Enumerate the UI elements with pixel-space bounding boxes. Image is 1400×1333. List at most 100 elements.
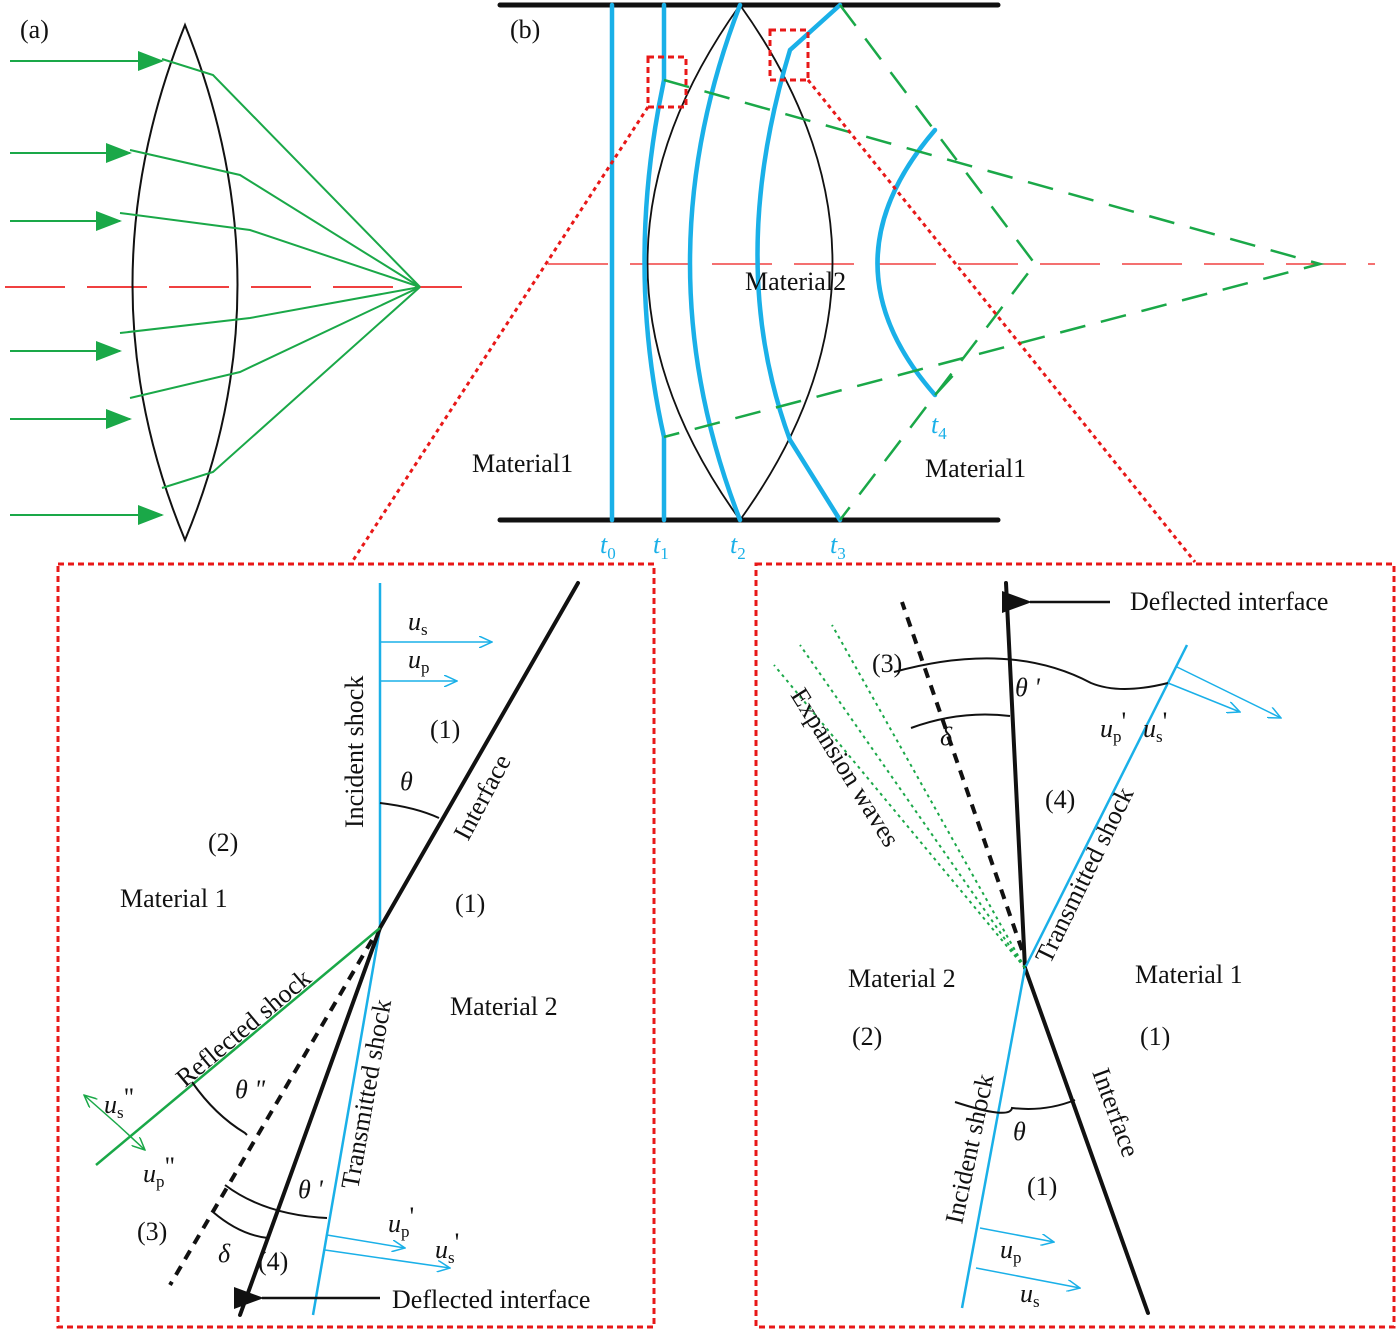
panel-a-label: (a): [20, 15, 49, 44]
transmitted-shock-line: [1023, 644, 1189, 969]
expansion-wave-line: [799, 644, 1026, 969]
time-label-t1: t1: [653, 530, 669, 563]
region-label: (3): [872, 649, 902, 678]
time-label-t2: t2: [730, 530, 746, 563]
delta-label: δ: [940, 722, 953, 751]
up-prime-label: up': [388, 1202, 414, 1241]
theta-prime-label: θ ': [298, 1175, 323, 1204]
incident-shock-line: [960, 967, 1027, 1309]
original-interface-extension: [900, 601, 1024, 951]
region-label: (1): [1027, 1172, 1057, 1201]
time-labels: t0 t1 t2 t3 t4: [600, 410, 947, 563]
up-prime-arrow: [1167, 682, 1240, 712]
material-1-label: Material 1: [1135, 960, 1243, 989]
theta-arc: [379, 802, 440, 819]
expansion-wave-line: [773, 664, 1026, 969]
converging-rays: [10, 51, 421, 525]
theta-prime-arc: [224, 1184, 328, 1219]
shock-front-t2: [687, 2, 743, 523]
lens-outline: [131, 22, 239, 543]
region-label: (1): [1140, 1022, 1170, 1051]
material-2-label: Material 2: [848, 964, 956, 993]
leader-line-left: [350, 106, 650, 563]
theta-label: θ: [400, 767, 413, 796]
expansion-waves: [773, 624, 1026, 969]
up-double-prime-arrow: [117, 1124, 145, 1150]
theta-label: θ: [1013, 1117, 1026, 1146]
material-1-label: Material 1: [120, 884, 228, 913]
region-label: (1): [455, 889, 485, 918]
material-2-label: Material 2: [450, 992, 558, 1021]
panel-b: (b) Material1 Material2 Material1 t0 t1: [472, 2, 1375, 563]
reflected-shock-line: [95, 927, 381, 1166]
delta-arc: [212, 1211, 269, 1239]
ray-refracted: [129, 286, 421, 399]
region-label: (1): [430, 715, 460, 744]
ray-refracted: [119, 286, 421, 334]
theta-prime-label: θ ': [1015, 673, 1040, 702]
region-label: (4): [258, 1247, 288, 1276]
up-label: up: [408, 645, 430, 677]
material-left-label: Material1: [472, 449, 573, 478]
ray-refracted: [119, 212, 421, 288]
shock-front-t4: [875, 127, 938, 398]
up-label: up: [1000, 1235, 1022, 1267]
reflected-rays: [663, 4, 1325, 521]
interface-label: Interface: [1086, 1064, 1145, 1161]
incident-shock-label: Incident shock: [340, 676, 369, 828]
theta-double-prime-arc: [191, 1081, 248, 1136]
theta-prime-arc: [893, 657, 1169, 690]
expansion-waves-label: Expansion waves: [785, 683, 906, 852]
inset-left: Incident shock Interface Reflected shock…: [56, 562, 656, 1329]
ray-path: [839, 4, 1037, 521]
deflected-interface-line: [238, 926, 382, 1317]
transmitted-shock-line: [311, 927, 382, 1316]
shock-front-t3: [755, 2, 843, 523]
us-label: us: [1020, 1279, 1040, 1311]
inset-marker-left: [646, 55, 688, 109]
us-label: us: [408, 607, 428, 639]
us-double-prime-label: us": [104, 1083, 134, 1122]
us-arrow: [975, 1267, 1080, 1288]
inset-marker-right: [768, 28, 810, 82]
zoom-leaders: [350, 79, 1197, 563]
expansion-wave-line: [831, 624, 1026, 969]
interface-label: Interface: [448, 750, 517, 845]
us-double-prime-arrow: [84, 1095, 119, 1126]
deflected-interface-label: Deflected interface: [1130, 587, 1328, 616]
panel-b-label: (b): [510, 15, 540, 44]
us-prime-label: us': [435, 1228, 459, 1267]
delta-arc: [910, 713, 1011, 729]
delta-label: δ: [218, 1239, 231, 1268]
time-label-t3: t3: [830, 530, 846, 563]
region-label: (3): [137, 1217, 167, 1246]
region-label: (2): [208, 828, 238, 857]
inset-right: Deflected interface Expansion waves Tran…: [754, 562, 1396, 1329]
reflected-shock-label: Reflected shock: [170, 963, 316, 1092]
material-right-label: Material1: [925, 454, 1026, 483]
region-label: (4): [1045, 785, 1075, 814]
theta-arc: [954, 1099, 1076, 1114]
ray-path: [663, 78, 1325, 439]
up-prime-label: up': [1100, 707, 1126, 746]
theta-double-prime-label: θ ": [235, 1075, 265, 1104]
up-double-prime-label: up": [143, 1152, 175, 1191]
inset-right-frame: [754, 562, 1396, 1329]
time-label-t4: t4: [931, 410, 947, 443]
ray-refracted: [161, 58, 421, 288]
material-center-label: Material2: [745, 267, 846, 296]
shock-fronts: [609, 2, 938, 523]
original-interface-extension: [168, 938, 374, 1287]
up-arrow: [979, 1227, 1054, 1242]
leader-line-right: [806, 79, 1197, 563]
us-prime-arrow: [1176, 666, 1281, 718]
deflected-interface-line: [1004, 581, 1027, 970]
ray-refracted: [129, 149, 421, 288]
us-prime-arrow: [324, 1249, 450, 1268]
deflected-interface-label: Deflected interface: [392, 1285, 590, 1314]
panel-a: (a): [5, 15, 462, 543]
time-label-t0: t0: [600, 530, 616, 563]
ray-refracted: [161, 286, 421, 489]
shock-front-t1: [642, 2, 667, 523]
